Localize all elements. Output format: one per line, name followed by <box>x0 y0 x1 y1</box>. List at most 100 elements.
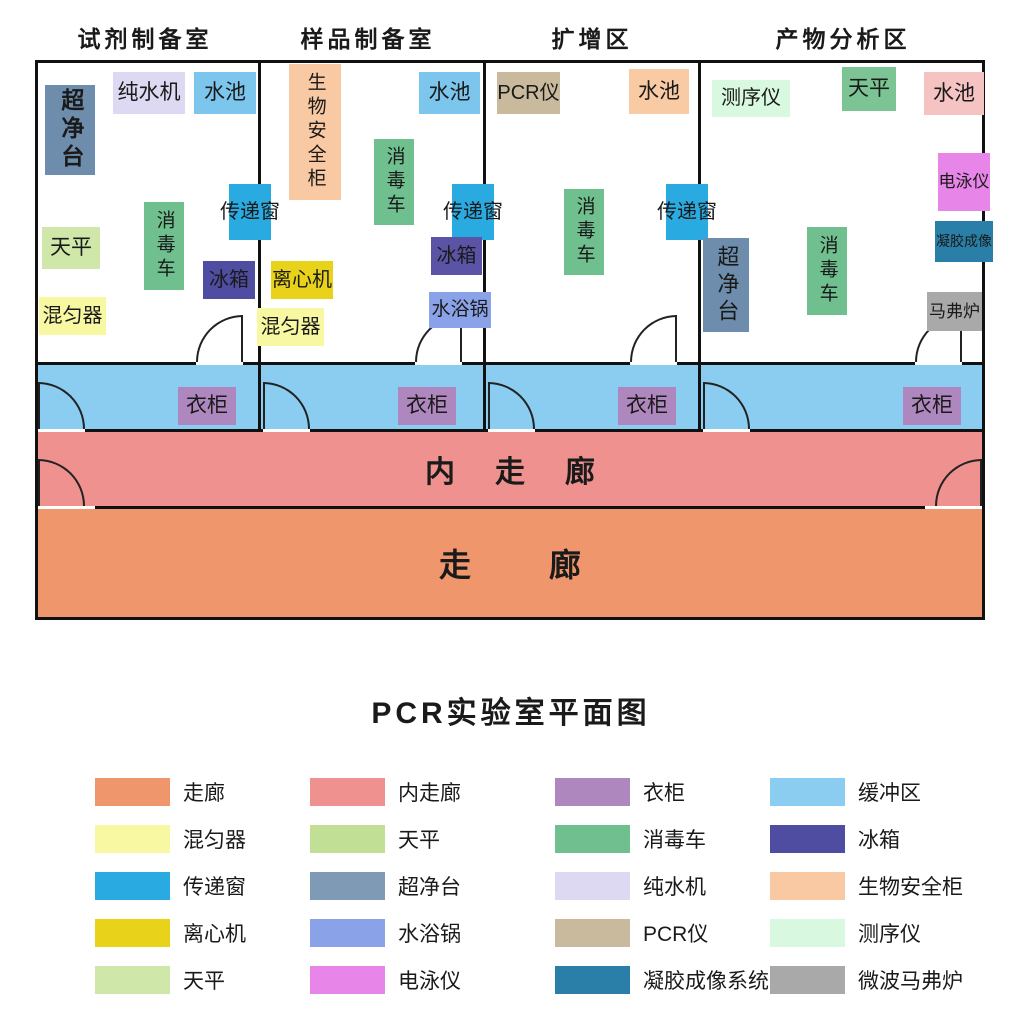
equipment-label: 水池 <box>204 81 246 105</box>
equipment-gel-imaging: 凝胶成像 <box>935 221 993 262</box>
legend-label: 凝胶成像系统 <box>643 970 769 993</box>
legend-item: 纯水机 <box>555 871 769 901</box>
equipment-muffle-furnace: 马弗炉 <box>927 292 982 331</box>
legend-item: 天平 <box>310 824 461 854</box>
equipment-label: 天平 <box>848 77 890 101</box>
legend-item: 生物安全柜 <box>770 871 963 901</box>
equipment-electrophoresis: 电泳仪 <box>938 153 990 211</box>
legend-label: 微波马弗炉 <box>858 970 963 993</box>
equipment-disinfect-cart: 消毒车 <box>564 189 604 275</box>
equipment-label: 水池 <box>933 81 975 105</box>
legend-swatch <box>95 872 170 900</box>
legend-swatch <box>310 872 385 900</box>
room-label-product-analysis: 产物分析区 <box>775 26 911 52</box>
legend-swatch <box>770 778 845 806</box>
equipment-pass-window: 传递窗 <box>220 184 280 240</box>
legend-item: 电泳仪 <box>310 965 461 995</box>
equipment-label: 凝胶成像 <box>936 232 992 249</box>
legend-swatch <box>95 778 170 806</box>
legend-label: 超净台 <box>398 876 461 899</box>
legend-swatch <box>770 872 845 900</box>
legend-swatch <box>555 919 630 947</box>
equipment-disinfect-cart: 消毒车 <box>807 227 847 315</box>
legend-label: 离心机 <box>183 923 246 946</box>
equipment-sink: 水池 <box>194 72 256 114</box>
equipment-label: 超净台 <box>714 244 740 326</box>
equipment-label: 消毒车 <box>573 196 595 268</box>
equipment-label: 消毒车 <box>153 210 175 282</box>
equipment-sink: 水池 <box>419 72 480 114</box>
corridor-label: 走廊 <box>438 547 659 583</box>
legend-item: 消毒车 <box>555 824 769 854</box>
equipment-label: 冰箱 <box>436 244 477 267</box>
equipment-label: 冰箱 <box>209 268 249 291</box>
legend-label: 天平 <box>398 829 440 852</box>
equipment-label: 水浴锅 <box>431 299 489 321</box>
wall <box>483 63 486 429</box>
equipment-pcr-machine: PCR仪 <box>497 72 560 114</box>
legend-column-2: 内走廊 天平 超净台 水浴锅 电泳仪 <box>310 777 461 995</box>
legend-item: 混匀器 <box>95 824 246 854</box>
equipment-label: PCR仪 <box>497 81 560 104</box>
inner-corridor-label: 内走廊 <box>425 456 635 489</box>
legend-item: 衣柜 <box>555 777 769 807</box>
legend-label: 走廊 <box>183 782 225 805</box>
legend-swatch <box>95 966 170 994</box>
legend-column-4: 缓冲区 冰箱 生物安全柜 测序仪 微波马弗炉 <box>770 777 963 995</box>
legend-label: 纯水机 <box>643 876 706 899</box>
equipment-sequencer: 测序仪 <box>712 80 790 117</box>
legend-label: 电泳仪 <box>398 970 461 993</box>
legend-label: 内走廊 <box>398 782 461 805</box>
equipment-clean-bench: 超净台 <box>45 85 95 175</box>
equipment-label: 水池 <box>428 81 471 105</box>
legend-swatch <box>310 825 385 853</box>
equipment-biosafety-cabinet: 生物安全柜 <box>289 64 341 200</box>
equipment-fridge: 冰箱 <box>431 237 482 275</box>
equipment-mixer: 混匀器 <box>39 297 106 335</box>
equipment-pass-window: 传递窗 <box>657 184 717 240</box>
legend-swatch <box>770 825 845 853</box>
legend-item: 离心机 <box>95 918 246 948</box>
equipment-balance: 天平 <box>42 227 100 269</box>
equipment-sink: 水池 <box>629 69 689 114</box>
legend-item: 超净台 <box>310 871 461 901</box>
legend-label: 传递窗 <box>183 876 246 899</box>
legend-swatch <box>770 966 845 994</box>
equipment-clean-bench: 超净台 <box>703 238 749 332</box>
equipment-label: 消毒车 <box>816 235 838 307</box>
equipment-disinfect-cart: 消毒车 <box>374 139 414 225</box>
equipment-label: 马弗炉 <box>929 301 980 321</box>
equipment-balance: 天平 <box>842 67 896 111</box>
legend-swatch <box>310 966 385 994</box>
wardrobe-label: 衣柜 <box>626 394 668 418</box>
wardrobe: 衣柜 <box>618 387 676 425</box>
legend-item: 微波马弗炉 <box>770 965 963 995</box>
legend-column-3: 衣柜 消毒车 纯水机 PCR仪 凝胶成像系统 <box>555 777 769 995</box>
legend-label: 衣柜 <box>643 782 685 805</box>
legend-item: 凝胶成像系统 <box>555 965 769 995</box>
equipment-fridge: 冰箱 <box>203 261 255 299</box>
room-label-sample-prep: 样品制备室 <box>300 26 436 52</box>
equipment-label: 传递窗 <box>220 200 280 223</box>
wall <box>698 63 701 429</box>
equipment-label: 天平 <box>50 236 92 260</box>
equipment-label: 混匀器 <box>42 304 103 327</box>
wall <box>85 429 263 432</box>
wall <box>38 362 196 365</box>
legend-item: 内走廊 <box>310 777 461 807</box>
equipment-label: 电泳仪 <box>938 172 990 192</box>
wall <box>535 429 703 432</box>
legend-swatch <box>310 778 385 806</box>
wall <box>258 63 261 429</box>
legend-label: 生物安全柜 <box>858 876 963 899</box>
legend-swatch <box>95 919 170 947</box>
legend-swatch <box>555 872 630 900</box>
legend-item: 走廊 <box>95 777 246 807</box>
legend-item: 缓冲区 <box>770 777 963 807</box>
legend-label: PCR仪 <box>643 923 709 946</box>
legend-label: 混匀器 <box>183 829 246 852</box>
legend-label: 测序仪 <box>858 923 921 946</box>
legend-item: PCR仪 <box>555 918 769 948</box>
legend-swatch <box>555 778 630 806</box>
